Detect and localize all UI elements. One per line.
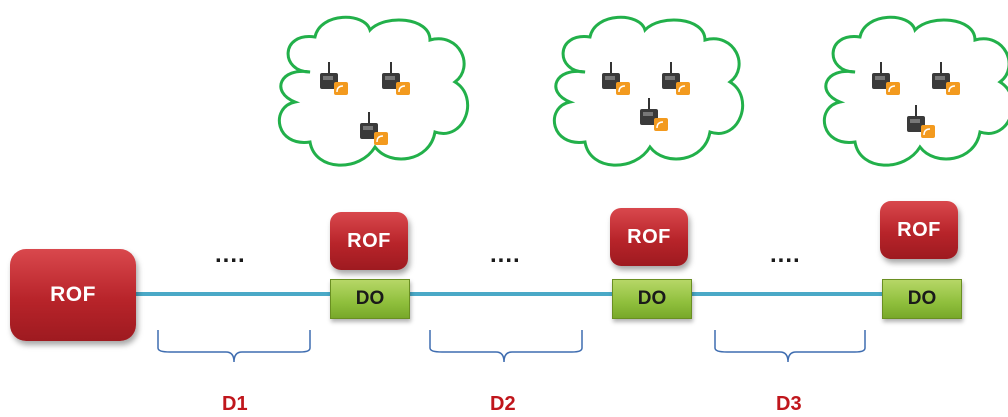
wireless-device-icon [382,62,410,95]
distance-label-d2: D2 [490,393,516,415]
wireless-device-icon [360,112,388,145]
distance-label-d1: D1 [222,393,248,415]
ellipsis-1: .... [215,241,246,268]
wireless-device-icon [662,62,690,95]
rof-node-3: ROF [880,201,958,259]
wireless-device-icon [640,98,668,131]
wireless-device-icon [872,62,900,95]
brace-icon [157,330,311,363]
cloud-icon [278,15,470,167]
ellipsis-3: .... [770,241,801,268]
do-node-3: DO [882,279,962,319]
distance-label-d3: D3 [776,393,802,415]
brace-icon [714,330,866,363]
rof-node-1: ROF [330,212,408,270]
wireless-device-icon [932,62,960,95]
cloud-icon [823,15,1008,167]
wireless-device-icon [907,105,935,138]
wireless-device-icon [602,62,630,95]
rof-head-node: ROF [10,249,136,341]
cloud-icon [553,15,745,167]
brace-icon [429,330,583,363]
do-node-2: DO [612,279,692,319]
ellipsis-2: .... [490,241,521,268]
do-node-1: DO [330,279,410,319]
wireless-device-icon [320,62,348,95]
rof-node-2: ROF [610,208,688,266]
